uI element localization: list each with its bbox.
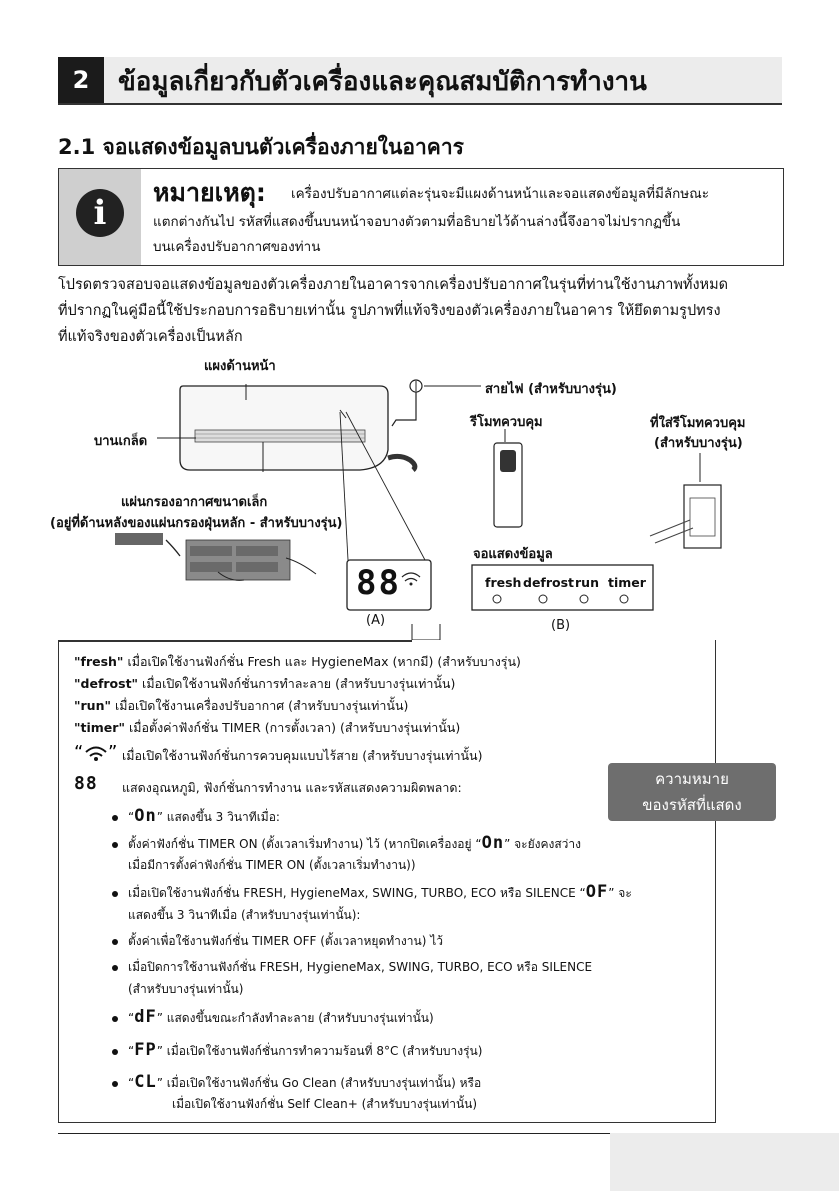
- indoor-unit-diagram: แผงด้านหน้า สายไฟ (สำหรับบางรุ่น) บานเกล…: [0, 350, 839, 640]
- remote-holder-sublabel: (สำหรับบางรุ่น): [654, 436, 743, 451]
- meaning-line: ของรหัสที่แสดง: [642, 796, 742, 814]
- df-code: dF: [134, 1007, 157, 1027]
- power-cable-label: สายไฟ (สำหรับบางรุ่น): [485, 382, 617, 397]
- legend-text: เมื่อเปิดใช้งานเครื่องปรับอากาศ (สำหรับบ…: [114, 698, 409, 713]
- fp-code: FP: [134, 1040, 157, 1060]
- intro-line: ที่แท้จริงของตัวเครื่องเป็นหลัก: [58, 329, 243, 345]
- bullet-text: ตั้งค่าฟังก์ชั่น TIMER ON (ตั้งเวลาเริ่ม…: [128, 837, 472, 851]
- front-panel-label: แผงด้านหน้า: [204, 359, 276, 374]
- bullet-fresh-on-cont: แสดงขึ้น 3 วินาทีเมื่อ (สำหรับบางรุ่นเท่…: [128, 908, 361, 922]
- bullet-disable: เมื่อปิดการใช้งานฟังก์ชั่น FRESH, Hygien…: [112, 958, 592, 977]
- legend-wifi-text: เมื่อเปิดใช้งานฟังก์ชั่นการควบคุมแบบไร้ส…: [122, 748, 483, 763]
- legend-key: "defrost": [74, 676, 139, 691]
- intro-line: ที่ปรากฏในคู่มือนี้ใช้ประกอบการอธิบายเท่…: [58, 303, 721, 319]
- legend-key: "timer": [74, 720, 125, 735]
- remote-holder-label: ที่ใส่รีโมทควบคุม: [650, 416, 746, 431]
- bullet-timer-on-cont: เมื่อมีการตั้งค่าฟังก์ชั่น TIMER ON (ตั้…: [128, 858, 416, 872]
- bullet-text: จะยังคงสว่าง: [514, 837, 582, 851]
- bullet-fresh-on: เมื่อเปิดใช้งานฟังก์ชั่น FRESH, HygieneM…: [112, 882, 632, 903]
- indicator-timer: timer: [608, 575, 646, 590]
- chapter-number: 2: [58, 57, 104, 103]
- display-digits: 88: [356, 563, 401, 603]
- legend-box: [58, 640, 716, 1123]
- footer-page-box: [610, 1133, 839, 1191]
- diagram-illustration: [115, 379, 722, 640]
- remote-label: รีโมทควบคุม: [470, 415, 543, 430]
- bullet-text: เมื่อเปิดใช้งานฟังก์ชั่น FRESH, HygieneM…: [128, 886, 576, 900]
- svg-text:”: ”: [108, 742, 117, 763]
- legend-fresh: "fresh" เมื่อเปิดใช้งานฟังก์ชั่น Fresh แ…: [74, 652, 521, 672]
- legend-key: "run": [74, 698, 111, 713]
- bullet-timer-on: ตั้งค่าฟังก์ชั่น TIMER ON (ตั้งเวลาเริ่ม…: [112, 833, 581, 854]
- chapter-header: 2 ข้อมูลเกี่ยวกับตัวเครื่องและคุณสมบัติก…: [58, 57, 782, 105]
- footer-rule: [58, 1133, 839, 1134]
- bullet-text: ตั้งค่าเพื่อใช้งานฟังก์ชั่น TIMER OFF (ต…: [128, 934, 443, 948]
- bullet-disable-cont: (สำหรับบางรุ่นเท่านั้น): [128, 982, 244, 996]
- legend-top-border: [58, 640, 412, 642]
- note-sidebar: i: [59, 169, 141, 265]
- note-line: เครื่องปรับอากาศแต่ละรุ่นจะมีแผงด้านหน้า…: [291, 186, 709, 202]
- note-heading: หมายเหตุ:: [153, 178, 266, 207]
- legend-timer: "timer" เมื่อตั้งค่าฟังก์ชั่น TIMER (การ…: [74, 718, 460, 738]
- label-a: (A): [366, 613, 386, 628]
- intro-line: โปรดตรวจสอบจอแสดงข้อมูลของตัวเครื่องภายใ…: [58, 277, 729, 293]
- small-filter-label: แผ่นกรองอากาศขนาดเล็ก: [121, 495, 268, 510]
- section-title: 2.1 จอแสดงข้อมูลบนตัวเครื่องภายในอาคาร: [58, 135, 464, 159]
- chapter-title: ข้อมูลเกี่ยวกับตัวเครื่องและคุณสมบัติการ…: [118, 67, 647, 97]
- legend-text: เมื่อตั้งค่าฟังก์ชั่น TIMER (การตั้งเวลา…: [128, 720, 461, 735]
- legend-text: เมื่อเปิดใช้งานฟังก์ชั่น Fresh และ Hygie…: [127, 654, 521, 669]
- bullet-cl: “CL” เมื่อเปิดใช้งานฟังก์ชั่น Go Clean (…: [112, 1072, 481, 1093]
- meaning-badge: ความหมาย ของรหัสที่แสดง: [608, 763, 776, 821]
- wifi-icon: “ ”: [74, 740, 118, 768]
- bullet-on: “On” แสดงขึ้น 3 วินาทีเมื่อ:: [112, 806, 280, 827]
- label-b: (B): [551, 618, 571, 633]
- legend-key: "fresh": [74, 654, 124, 669]
- cl-code: CL: [134, 1072, 157, 1092]
- indicator-run: run: [575, 575, 599, 590]
- legend-run: "run" เมื่อเปิดใช้งานเครื่องปรับอากาศ (ส…: [74, 696, 408, 716]
- bullet-text: จะ: [618, 886, 632, 900]
- on-code: On: [134, 806, 157, 826]
- bullet-df: “dF” แสดงขึ้นขณะกำลังทำละลาย (สำหรับบางร…: [112, 1007, 434, 1028]
- of-code: OF: [585, 882, 609, 902]
- legend-text: เมื่อเปิดใช้งานฟังก์ชั่นการทำละลาย (สำหร…: [142, 676, 456, 691]
- indicator-fresh: fresh: [485, 575, 522, 590]
- bullet-text: เมื่อปิดการใช้งานฟังก์ชั่น FRESH, Hygien…: [128, 960, 593, 974]
- small-filter-sublabel: (อยู่ที่ด้านหลังของแผ่นกรองฝุ่นหลัก - สำ…: [50, 516, 343, 531]
- note-line: แตกต่างกันไป รหัสที่แสดงขึ้นบนหน้าจอบางต…: [153, 214, 681, 230]
- note-line: บนเครื่องปรับอากาศของท่าน: [153, 239, 321, 255]
- louver-label: บานเกล็ด: [94, 434, 148, 449]
- meaning-line: ความหมาย: [655, 770, 729, 788]
- svg-text:“: “: [74, 742, 83, 763]
- on-code: On: [481, 833, 505, 853]
- bullet-text: เมื่อเปิดใช้งานฟังก์ชั่นการทำความร้อนที่…: [166, 1044, 483, 1058]
- legend-digits-text: แสดงอุณหภูมิ, ฟังก์ชั่นการทำงาน และรหัสแ…: [122, 780, 462, 795]
- bullet-fp: “FP” เมื่อเปิดใช้งานฟังก์ชั่นการทำความร้…: [112, 1040, 482, 1061]
- bullet-text: แสดงขึ้น 3 วินาทีเมื่อ:: [166, 810, 280, 824]
- legend-defrost: "defrost" เมื่อเปิดใช้งานฟังก์ชั่นการทำล…: [74, 674, 455, 694]
- indicator-defrost: defrost: [523, 575, 575, 590]
- digits-code: 88: [74, 773, 98, 794]
- note-box: i หมายเหตุ: เครื่องปรับอากาศแต่ละรุ่นจะม…: [58, 168, 784, 266]
- info-icon: i: [76, 189, 124, 237]
- bullet-cl-cont: เมื่อเปิดใช้งานฟังก์ชั่น Self Clean+ (สำ…: [172, 1097, 478, 1111]
- bullet-text: แสดงขึ้นขณะกำลังทำละลาย (สำหรับบางรุ่นเท…: [166, 1011, 434, 1025]
- display-label: จอแสดงข้อมูล: [473, 547, 553, 562]
- bullet-text: เมื่อเปิดใช้งานฟังก์ชั่น Go Clean (สำหรั…: [166, 1076, 482, 1090]
- bullet-timer-off: ตั้งค่าเพื่อใช้งานฟังก์ชั่น TIMER OFF (ต…: [112, 932, 443, 951]
